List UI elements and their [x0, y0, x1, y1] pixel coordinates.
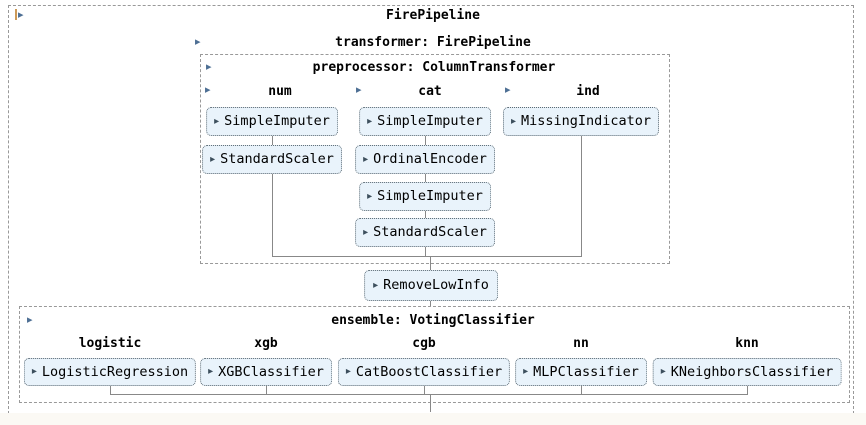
column-header-cgb[interactable]: cgb [412, 336, 436, 351]
estimator-standardscaler[interactable]: ▸ StandardScaler [355, 218, 495, 247]
connector-line [425, 174, 426, 182]
estimator-missingindicator[interactable]: ▸ MissingIndicator [502, 107, 660, 136]
estimator-label: StandardScaler [373, 224, 487, 240]
preprocessor-container [200, 54, 670, 264]
connector-line [581, 136, 582, 256]
estimator-label: MLPClassifier [533, 363, 639, 380]
expand-icon: ▸ [208, 366, 214, 377]
estimator-ordinalencoder[interactable]: ▸ OrdinalEncoder [355, 145, 495, 174]
estimator-label: StandardScaler [220, 151, 334, 167]
estimator-kneighborsclassifier[interactable]: ▸ KNeighborsClassifier [652, 358, 842, 386]
connector-line [430, 256, 431, 270]
connector-line [424, 386, 425, 394]
expand-icon[interactable]: ▸ [195, 35, 201, 48]
estimator-simpleimputer[interactable]: ▸ SimpleImputer [359, 107, 491, 136]
connector-line [430, 394, 431, 412]
estimator-removelowinfo[interactable]: ▸ RemoveLowInfo [364, 270, 498, 301]
column-header-cat[interactable]: cat [418, 84, 442, 99]
expand-icon: ▸ [373, 279, 379, 291]
estimator-label: XGBClassifier [218, 363, 324, 380]
expand-icon[interactable]: ▸ [15, 9, 24, 20]
column-header-ind[interactable]: ind [576, 84, 600, 99]
page-background-strip [0, 413, 866, 425]
ensemble-title[interactable]: ensemble: VotingClassifier [331, 313, 535, 328]
expand-icon: ▸ [660, 366, 666, 377]
connector-line [425, 211, 426, 218]
estimator-label: OrdinalEncoder [373, 151, 487, 167]
expand-icon[interactable]: ▸ [27, 313, 33, 326]
connector-line [272, 136, 273, 145]
estimator-label: RemoveLowInfo [383, 277, 489, 293]
expand-icon: ▸ [210, 153, 216, 165]
column-header-logistic[interactable]: logistic [78, 336, 142, 351]
expand-icon: ▸ [367, 190, 373, 202]
connector-line [425, 136, 426, 145]
column-header-nn[interactable]: nn [573, 336, 589, 351]
connector-line [425, 247, 426, 256]
expand-icon: ▸ [214, 115, 220, 127]
estimator-logisticregression[interactable]: ▸ LogisticRegression [23, 358, 197, 386]
estimator-mlpclassifier[interactable]: ▸ MLPClassifier [515, 358, 647, 386]
connector-line [110, 386, 111, 394]
expand-icon[interactable]: ▸ [206, 60, 212, 73]
column-header-num[interactable]: num [268, 84, 292, 99]
connector-line [272, 174, 273, 256]
connector-line [272, 256, 582, 257]
pipeline-title[interactable]: FirePipeline [386, 8, 480, 23]
estimator-standardscaler[interactable]: ▸ StandardScaler [202, 145, 342, 174]
column-header-xgb[interactable]: xgb [254, 336, 278, 351]
estimator-catboostclassifier[interactable]: ▸ CatBoostClassifier [337, 358, 511, 386]
estimator-label: CatBoostClassifier [355, 363, 503, 380]
estimator-label: SimpleImputer [224, 113, 330, 129]
estimator-label: SimpleImputer [377, 113, 483, 129]
estimator-label: LogisticRegression [41, 363, 189, 380]
expand-icon[interactable]: ▸ [356, 83, 362, 96]
connector-line [266, 386, 267, 394]
connector-line [110, 394, 748, 395]
preprocessor-title[interactable]: preprocessor: ColumnTransformer [312, 60, 556, 75]
ensemble-container [19, 306, 850, 403]
estimator-label: MissingIndicator [520, 113, 652, 129]
transformer-label[interactable]: transformer: FirePipeline [335, 35, 531, 50]
estimator-label: KNeighborsClassifier [670, 363, 834, 380]
expand-icon: ▸ [367, 115, 373, 127]
expand-icon: ▸ [510, 115, 516, 127]
expand-icon[interactable]: ▸ [205, 83, 211, 96]
estimator-xgbclassifier[interactable]: ▸ XGBClassifier [200, 358, 332, 386]
connector-line [581, 386, 582, 394]
estimator-simpleimputer[interactable]: ▸ SimpleImputer [206, 107, 338, 136]
expand-icon: ▸ [523, 366, 529, 377]
expand-icon: ▸ [345, 366, 351, 377]
estimator-label: SimpleImputer [377, 188, 483, 204]
expand-icon: ▸ [363, 226, 369, 238]
expand-icon: ▸ [363, 153, 369, 165]
connector-line [430, 301, 431, 306]
estimator-simpleimputer[interactable]: ▸ SimpleImputer [359, 182, 491, 211]
expand-icon[interactable]: ▸ [505, 83, 511, 96]
column-header-knn[interactable]: knn [735, 336, 759, 351]
expand-icon: ▸ [31, 366, 37, 377]
connector-line [747, 386, 748, 394]
